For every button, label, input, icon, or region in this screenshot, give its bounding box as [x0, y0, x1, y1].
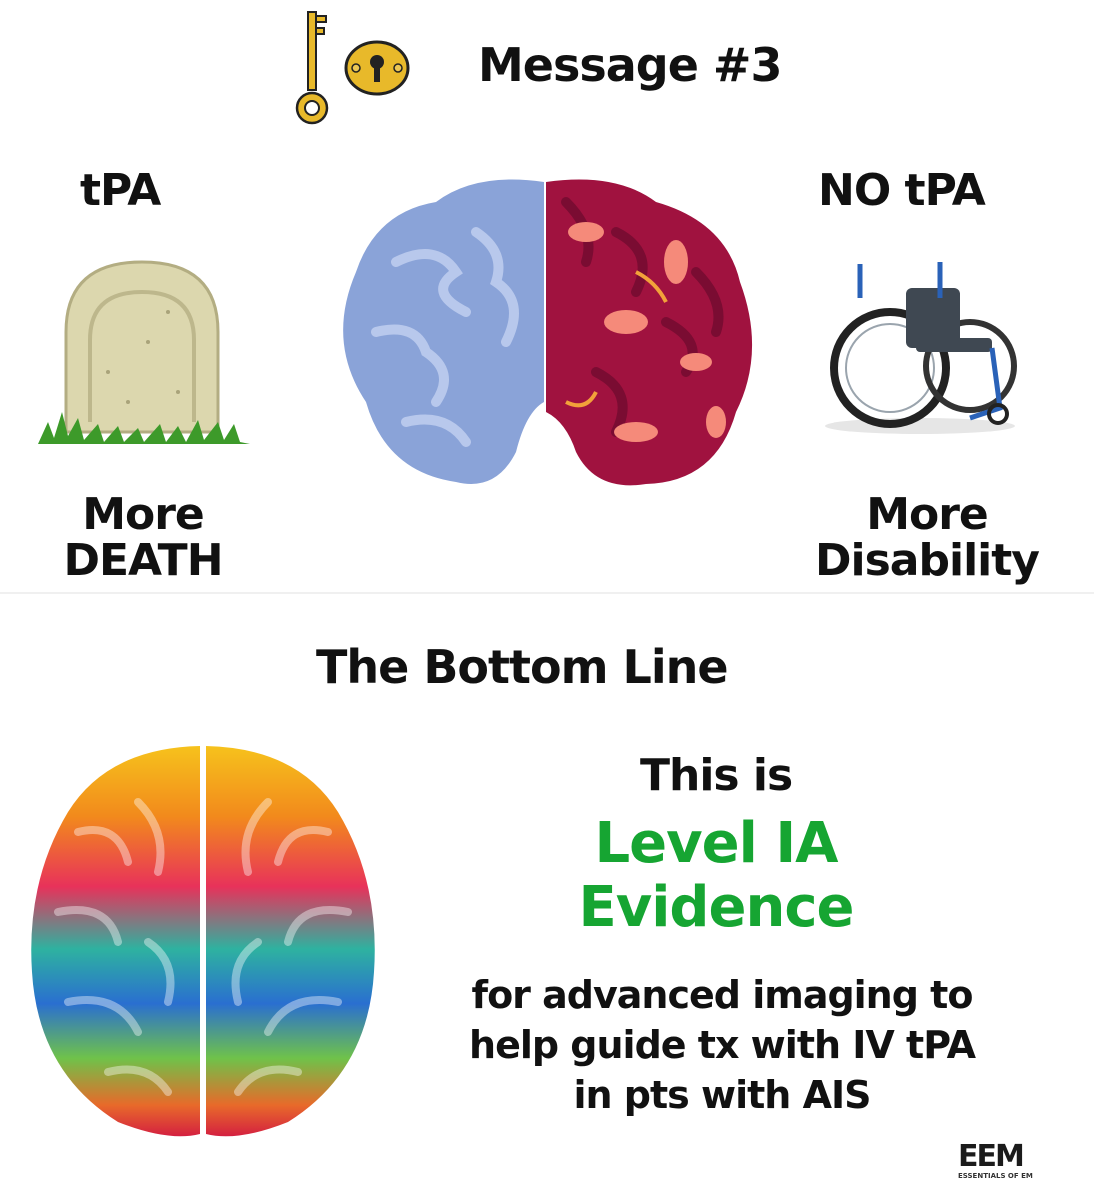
no-tpa-outcome: More Disability — [812, 492, 1042, 584]
no-tpa-outcome-line1: More — [866, 489, 989, 540]
page-title: Message #3 — [478, 38, 782, 92]
evidence-level-line2: Evidence — [578, 875, 854, 940]
evidence-level: Level IA Evidence — [548, 812, 884, 940]
tpa-label: tPA — [80, 165, 161, 216]
keyhole-icon — [344, 40, 410, 96]
tpa-outcome-line1: More — [82, 489, 205, 540]
no-tpa-outcome-line2: Disability — [815, 535, 1040, 586]
eem-logo-subtitle: ESSENTIALS OF EM — [958, 1172, 1033, 1180]
brain-split-icon — [343, 179, 753, 486]
this-is-text: This is — [640, 750, 793, 801]
tpa-outcome: More DEATH — [62, 492, 224, 584]
section-divider — [0, 592, 1094, 594]
evidence-description-line2: help guide tx with IV tPA — [469, 1023, 976, 1067]
evidence-description: for advanced imaging to help guide tx wi… — [408, 970, 1036, 1120]
evidence-description-line1: for advanced imaging to — [471, 973, 974, 1017]
key-icon — [295, 11, 329, 125]
bottom-line-heading: The Bottom Line — [316, 640, 729, 694]
evidence-level-line1: Level IA — [594, 811, 838, 876]
wheelchair-icon — [825, 262, 1017, 434]
no-tpa-label: NO tPA — [818, 165, 986, 216]
eem-logo-mark: EEM — [958, 1139, 1025, 1174]
evidence-description-line3: in pts with AIS — [573, 1073, 871, 1117]
rainbow-brain-icon — [31, 746, 375, 1137]
eem-logo: EEM ESSENTIALS OF EM — [958, 1139, 1058, 1181]
tombstone-icon — [38, 260, 250, 444]
tpa-outcome-line2: DEATH — [63, 535, 223, 586]
